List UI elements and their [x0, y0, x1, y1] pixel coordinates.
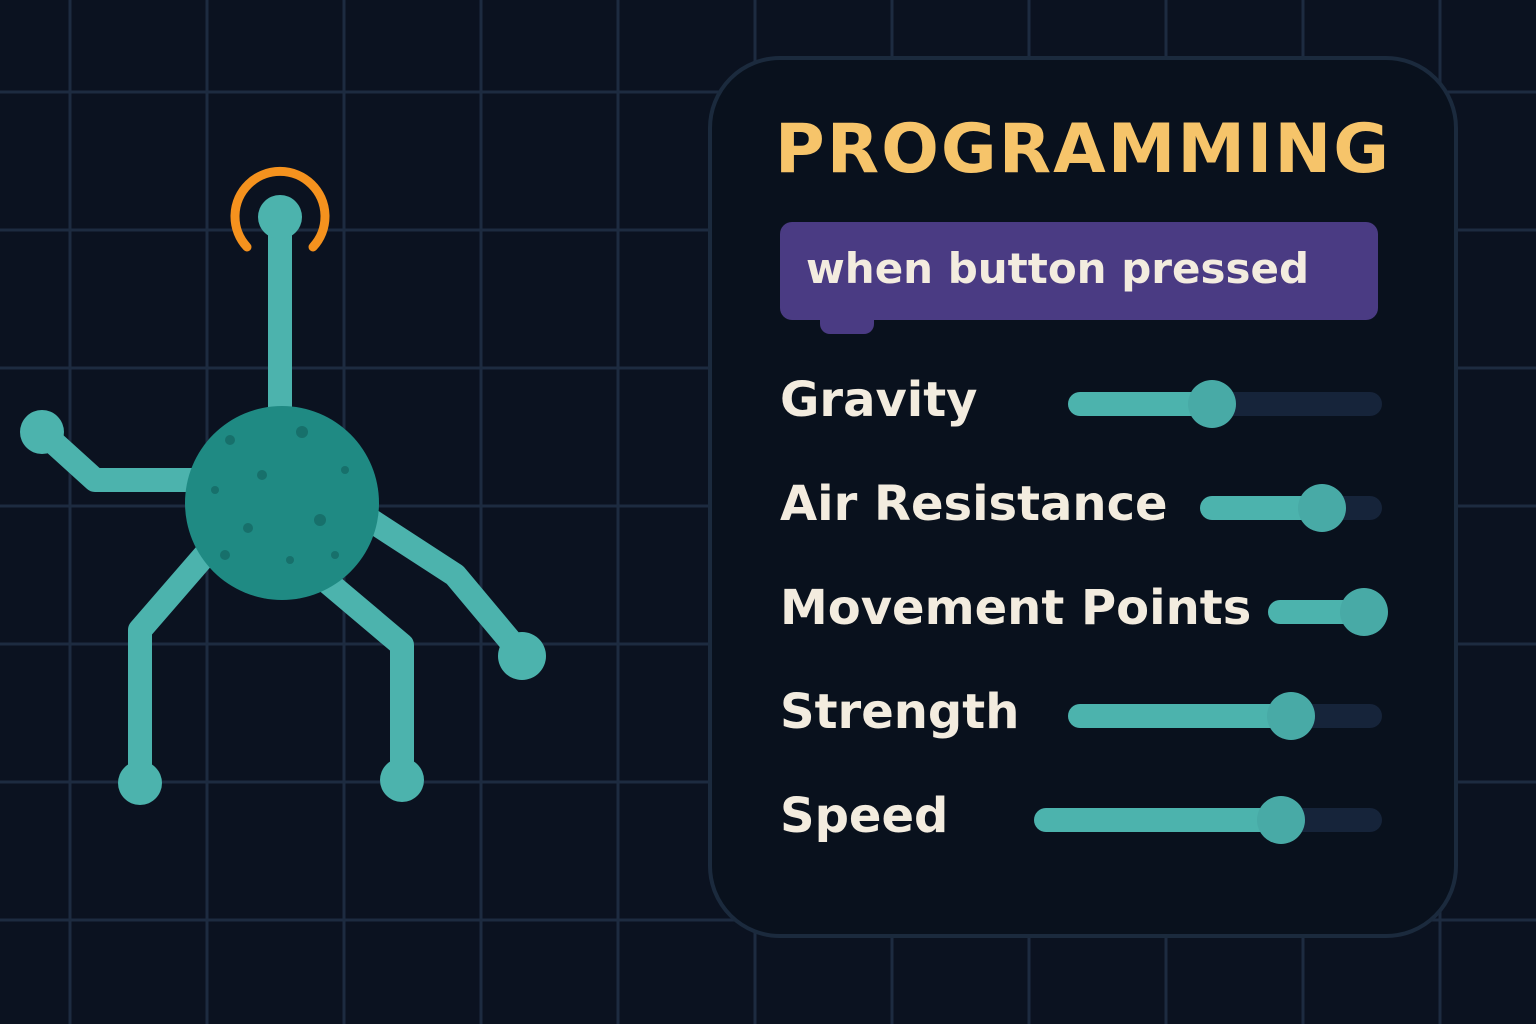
- param-row-air-resistance: Air Resistance: [712, 466, 1454, 546]
- speed-slider[interactable]: [1034, 796, 1382, 844]
- param-label-gravity: Gravity: [780, 372, 978, 428]
- walker-creature-icon[interactable]: [0, 0, 620, 1024]
- right-foot-joint: [380, 758, 424, 802]
- right-leg-limb: [313, 568, 414, 790]
- strength-slider-knob[interactable]: [1267, 692, 1315, 740]
- param-row-speed: Speed: [712, 778, 1454, 858]
- left-arm-limb: [30, 420, 212, 492]
- air-resistance-slider[interactable]: [1200, 484, 1382, 532]
- signal-arc-icon: [230, 166, 330, 252]
- air-resistance-slider-knob[interactable]: [1298, 484, 1346, 532]
- event-block-when-button-pressed[interactable]: when button pressed: [780, 222, 1378, 334]
- strength-slider-fill: [1068, 704, 1291, 728]
- param-label-movement-points: Movement Points: [780, 580, 1252, 636]
- gravity-slider[interactable]: [1068, 380, 1382, 428]
- param-label-air-resistance: Air Resistance: [780, 476, 1168, 532]
- param-label-speed: Speed: [780, 788, 949, 844]
- event-block-label: when button pressed: [806, 244, 1310, 293]
- movement-points-slider-knob[interactable]: [1340, 588, 1388, 636]
- param-label-strength: Strength: [780, 684, 1020, 740]
- strength-slider[interactable]: [1068, 692, 1382, 740]
- left-foot-joint: [118, 761, 162, 805]
- movement-points-slider[interactable]: [1268, 588, 1388, 636]
- antenna-joint: [258, 195, 302, 239]
- param-row-movement-points: Movement Points: [712, 570, 1454, 650]
- speed-slider-knob[interactable]: [1257, 796, 1305, 844]
- speed-slider-fill: [1034, 808, 1281, 832]
- right-hand-joint: [498, 632, 546, 680]
- panel-title: PROGRAMMING: [774, 110, 1392, 189]
- left-leg-limb: [128, 543, 217, 794]
- programming-panel: PROGRAMMING when button pressed Gravity …: [708, 56, 1458, 938]
- param-row-gravity: Gravity: [712, 362, 1454, 442]
- param-row-strength: Strength: [712, 674, 1454, 754]
- gravity-slider-knob[interactable]: [1188, 380, 1236, 428]
- right-arm-limb: [343, 498, 534, 667]
- creature-body: [185, 406, 379, 600]
- event-block-notch: [820, 318, 874, 334]
- left-hand-joint: [20, 410, 64, 454]
